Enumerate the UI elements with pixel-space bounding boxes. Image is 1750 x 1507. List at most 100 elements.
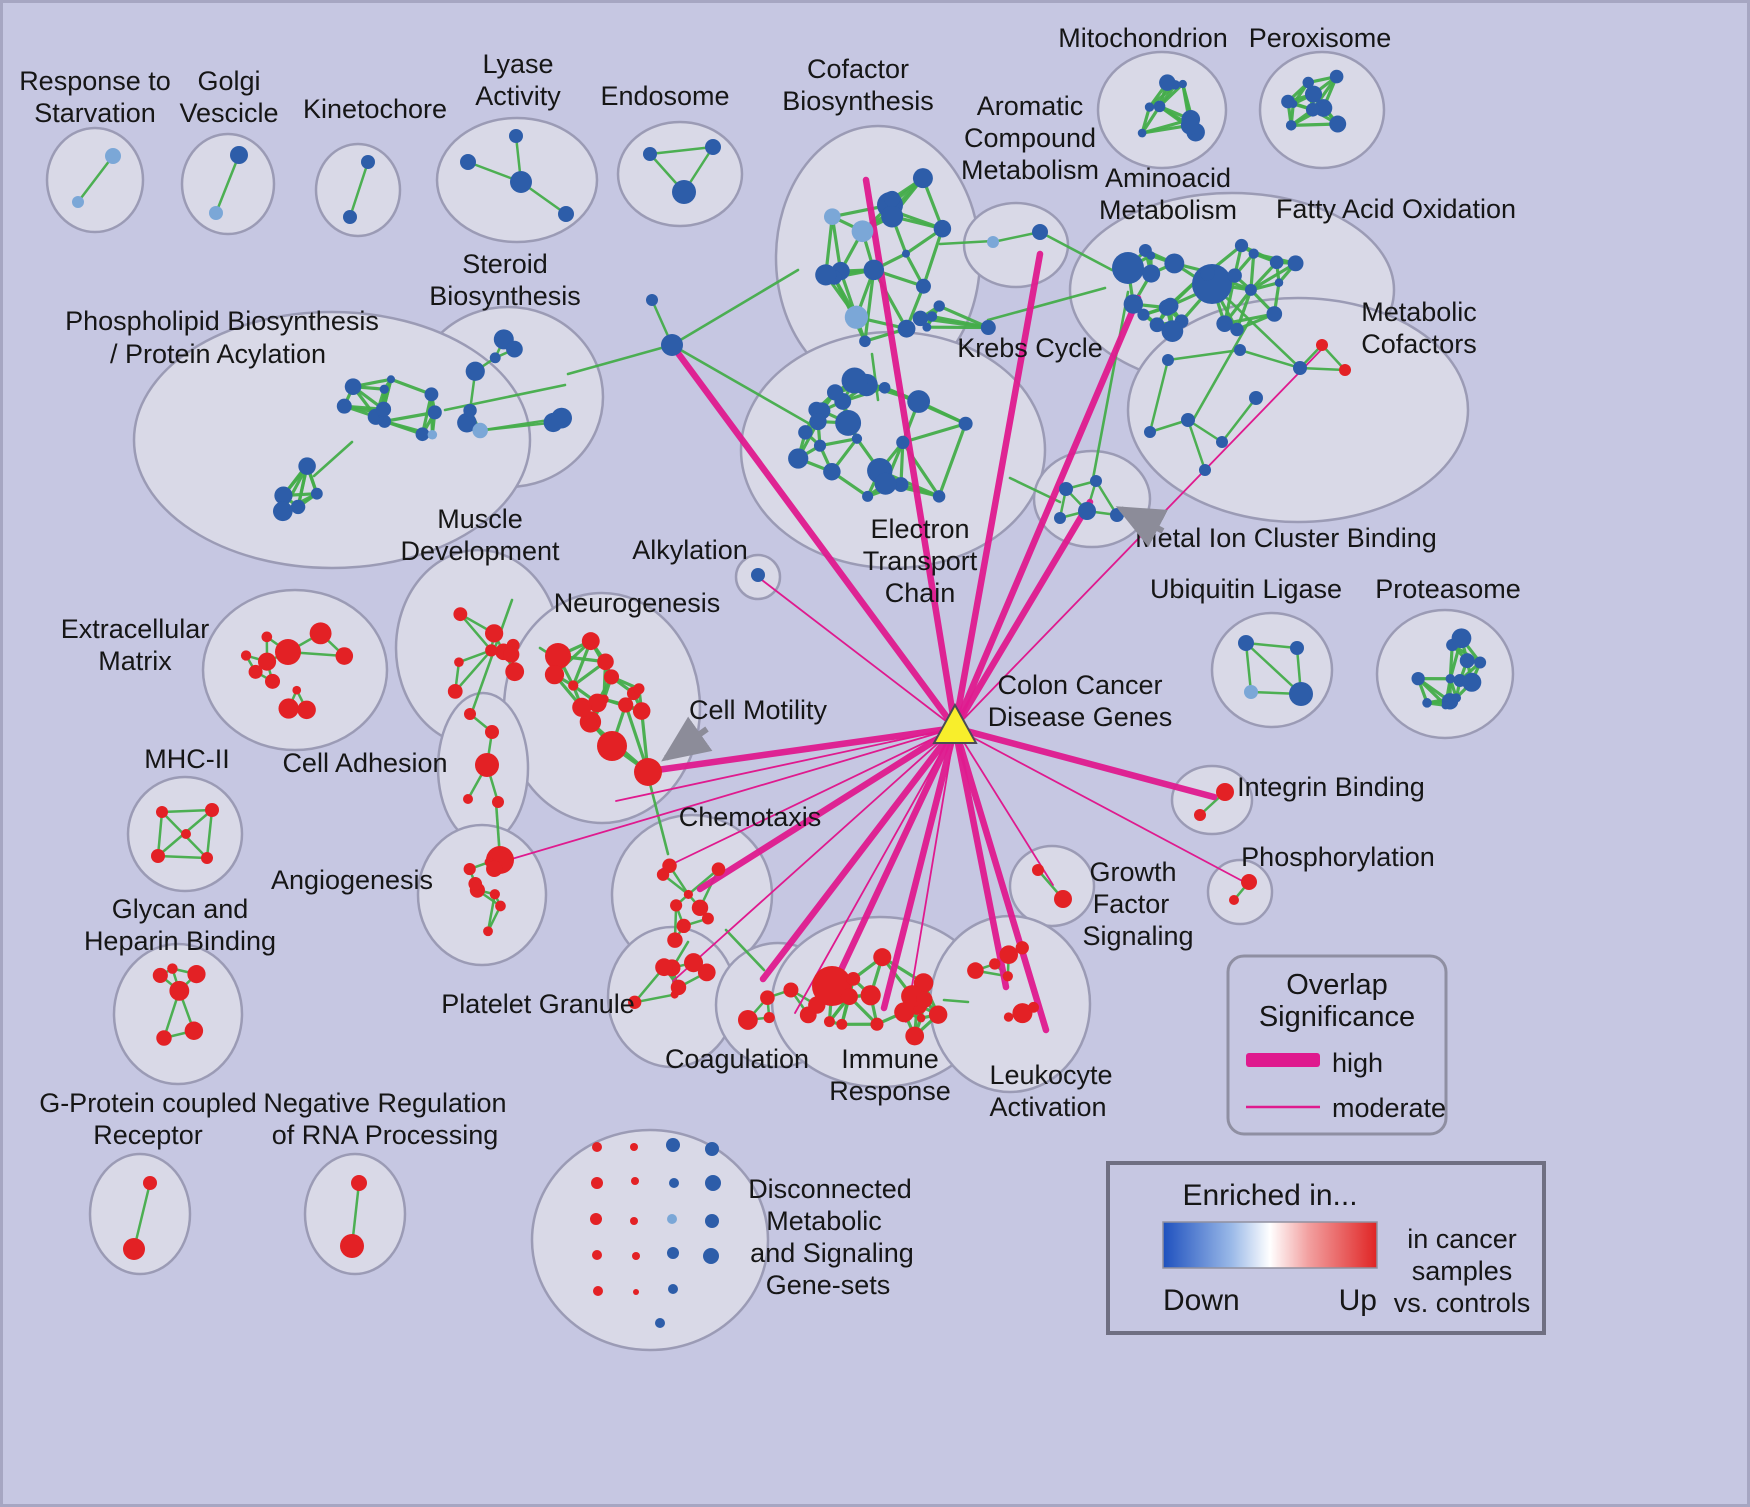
gene-set-node — [1445, 674, 1456, 684]
gene-set-node — [457, 412, 477, 433]
inter-cluster-edge — [312, 440, 354, 478]
cluster-label-lyase-activity: Lyase — [482, 49, 553, 79]
gene-set-overlap-edge — [382, 410, 437, 423]
cluster-label-steroid-biosynthesis: Steroid — [462, 249, 548, 279]
cluster-label-extracellular-matrix: Extracellular — [61, 614, 210, 644]
layer-hub — [932, 702, 978, 744]
gene-set-node — [463, 863, 476, 876]
inter-cluster-edge — [986, 286, 1107, 322]
gene-set-node — [703, 1248, 719, 1264]
gene-set-node — [424, 387, 439, 402]
gene-set-overlap-edge — [1148, 358, 1170, 434]
gene-set-node — [205, 803, 219, 817]
cluster-label-angiogenesis: Angiogenesis — [271, 865, 433, 895]
gene-set-overlap-edge — [921, 227, 945, 288]
gene-set-overlap-edge — [818, 437, 859, 448]
gene-set-node — [483, 926, 493, 937]
gene-set-node — [763, 1011, 775, 1024]
overlap-link-high — [668, 341, 959, 732]
gene-set-overlap-edge — [863, 268, 876, 343]
gene-set-node — [711, 862, 726, 876]
overlap-link-moderate — [757, 576, 956, 729]
gene-set-node — [248, 664, 263, 679]
gene-set-node — [427, 429, 438, 440]
gene-set-node — [980, 320, 996, 336]
gene-set-node — [1305, 102, 1320, 117]
gene-set-overlap-edge — [1186, 418, 1207, 472]
gene-set-node — [1153, 100, 1166, 113]
gene-set-node — [932, 490, 946, 503]
cluster-label-chemotaxis: Chemotaxis — [679, 802, 822, 832]
gene-set-node — [1248, 248, 1259, 259]
gene-set-overlap-edge — [991, 230, 1042, 244]
inter-cluster-edge — [724, 928, 766, 972]
cluster-label-disconnected-gene-sets: and Signaling — [750, 1238, 914, 1268]
gene-set-node — [464, 708, 476, 720]
gene-set-node — [297, 700, 316, 720]
gene-set-node — [862, 490, 874, 502]
gene-set-node — [1289, 682, 1313, 706]
gene-set-node — [181, 829, 191, 839]
legend-overlap-significance: Overlap Significance high moderate — [1226, 954, 1448, 1136]
gene-set-node — [835, 410, 862, 436]
colon-cancer-hub-node — [932, 702, 978, 744]
gene-set-node — [558, 206, 574, 222]
gene-set-node — [209, 206, 223, 220]
gene-set-node — [230, 146, 248, 164]
gene-set-overlap-edge — [132, 1181, 152, 1251]
cluster-label-glycan-heparin-binding: Heparin Binding — [84, 926, 276, 956]
gene-set-node — [870, 1017, 884, 1031]
gene-set-node — [343, 210, 357, 224]
gene-set-node — [670, 979, 687, 996]
overlap-link-moderate — [504, 727, 956, 862]
gene-set-node — [631, 1177, 639, 1185]
overlap-link-high — [951, 724, 1218, 801]
gene-set-node — [666, 1138, 680, 1152]
inter-cluster-edge — [670, 343, 817, 429]
gene-set-node — [1234, 344, 1246, 356]
gene-set-node — [545, 643, 571, 669]
gene-set-overlap-edge — [633, 993, 676, 1004]
gene-set-overlap-edge — [486, 893, 497, 933]
callout-arrow — [1115, 506, 1168, 548]
gene-set-node — [823, 1016, 835, 1028]
gene-set-node — [485, 644, 498, 657]
inter-cluster-edge — [566, 343, 674, 376]
cluster-label-immune-response: Response — [829, 1076, 951, 1106]
gene-set-node — [447, 684, 463, 699]
gene-set-overlap-edge — [156, 810, 164, 858]
gene-set-node — [509, 129, 523, 143]
gene-set-node — [874, 472, 897, 495]
gene-set-node — [240, 650, 252, 661]
gene-set-node — [646, 294, 658, 306]
gene-set-node — [676, 918, 691, 934]
enrichment-gradient-bar — [1162, 1221, 1378, 1269]
gene-set-node — [505, 662, 525, 682]
gene-set-overlap-edge — [1220, 396, 1258, 444]
gene-set-node — [1216, 315, 1233, 332]
gene-set-node — [634, 758, 662, 786]
gene-set-overlap-edge — [1238, 348, 1302, 370]
overlap-link-moderate — [954, 727, 1054, 886]
gene-set-node — [503, 646, 520, 663]
hub-label-colon-cancer-disease-genes: Disease Genes — [988, 702, 1173, 732]
gene-set-node — [846, 972, 861, 986]
overlap-link-high — [951, 250, 1044, 732]
gene-set-overlap-edge — [1244, 641, 1303, 696]
gene-set-node — [632, 1252, 640, 1260]
cluster-region-aromatic-compound-metabolism — [962, 201, 1070, 289]
gene-set-node — [1162, 354, 1174, 366]
gene-set-node — [184, 1021, 204, 1041]
gene-set-node — [603, 669, 620, 685]
gene-set-node — [590, 1213, 602, 1225]
gene-set-node — [415, 427, 430, 442]
cluster-label-electron-transport-chain: Chain — [885, 578, 956, 608]
gene-set-node — [272, 501, 293, 522]
cluster-label-platelet-granule: Platelet Granule — [441, 989, 635, 1019]
gene-set-node — [737, 1010, 758, 1030]
gene-set-node — [836, 1018, 848, 1030]
gene-set-node — [1162, 297, 1179, 314]
gene-set-node — [1293, 361, 1307, 375]
gene-set-node — [485, 624, 504, 643]
gene-set-node — [691, 899, 709, 916]
